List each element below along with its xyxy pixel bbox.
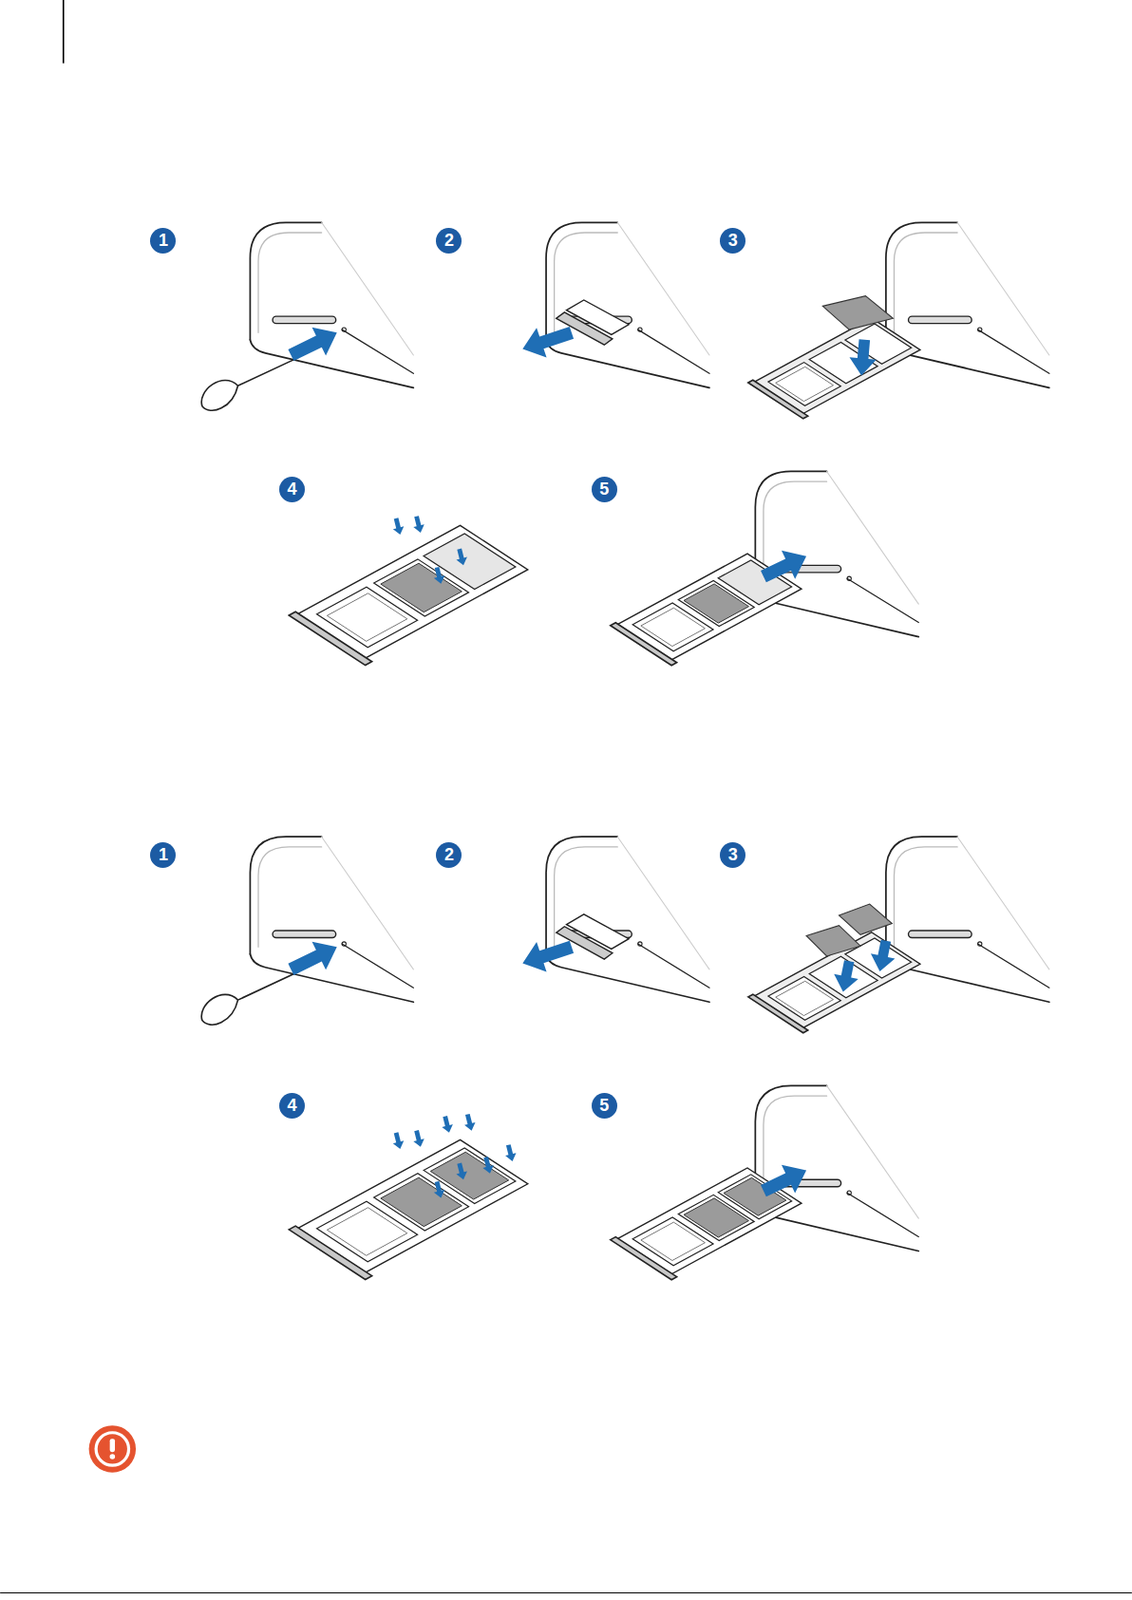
warning-icon (89, 1425, 136, 1472)
callout-number: 2 (435, 842, 462, 868)
callout-number: 5 (591, 476, 618, 503)
callout-number: 2 (435, 227, 462, 254)
callout-number: 4 (279, 476, 305, 503)
callout-number: 1 (150, 842, 176, 868)
callout-number: 5 (591, 1093, 618, 1119)
callout-number: 3 (719, 842, 746, 868)
callout-number: 3 (719, 227, 746, 254)
callout-number: 4 (279, 1093, 305, 1119)
callout-number: 1 (150, 227, 176, 254)
